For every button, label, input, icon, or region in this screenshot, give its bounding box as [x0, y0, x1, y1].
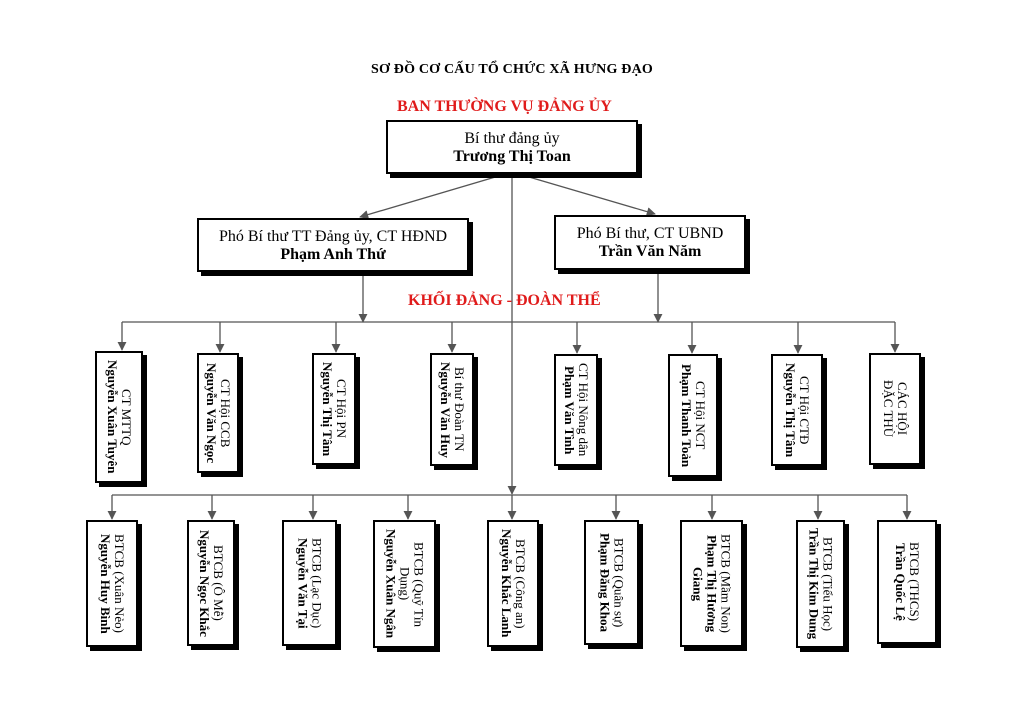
node-role: BTCB (Xuân Nẻo) — [112, 534, 127, 633]
node-role: CT MTTQ — [119, 388, 134, 446]
node-person: Nguyễn Văn Huy — [438, 361, 453, 458]
node-person: Phạm Văn Tình — [562, 365, 577, 455]
node-role: CT Hội NCT — [693, 381, 708, 450]
node-person: Trần Thị Kim Dung — [806, 528, 822, 640]
section-label-standing-committee: BAN THƯỜNG VỤ ĐẢNG ỦY — [397, 98, 612, 115]
node-row2-credit-fund[interactable]: BTCB (Quỹ Tín Dụng)Nguyễn Xuân Ngân — [373, 520, 436, 648]
node-role: BTCB (Lạc Dục) — [309, 537, 325, 629]
node-role: CÁC HỘI — [895, 382, 910, 436]
node-role: BTCB (Tiểu Học) — [820, 536, 836, 632]
node-role: BTCB (Quân sự) — [611, 537, 627, 628]
node-secretary[interactable]: Bí thư đảng ủy Trương Thị Toan — [386, 120, 638, 174]
node-row2-lac-duc[interactable]: BTCB (Lạc Dục)Nguyễn Văn Tại — [282, 520, 337, 646]
node-role: Phó Bí thư, CT UBND — [576, 225, 724, 242]
node-person: Trần Văn Năm — [598, 243, 702, 260]
node-person: Nguyễn Thị Tâm — [783, 362, 798, 458]
node-person: Trần Quốc Lệ — [893, 543, 908, 621]
node-role: Phó Bí thư TT Đảng ủy, CT HĐND — [218, 228, 448, 245]
node-person: Trương Thị Toan — [453, 148, 571, 165]
node-role: BTCB (Quỹ Tín Dụng) — [397, 541, 427, 627]
node-role: CT Hội PN — [334, 379, 349, 439]
node-person: Nguyễn Văn Tại — [295, 537, 311, 629]
node-person: Nguyễn Văn Ngọc — [204, 362, 219, 464]
node-person: Phạm Anh Thứ — [280, 246, 386, 263]
node-person: Nguyễn Huy Bình — [98, 533, 113, 634]
node-role: Bí thư đảng ủy — [464, 130, 560, 147]
node-person: Nguyễn Khắc Lanh — [499, 529, 514, 638]
node-role: BTCB (Công an) — [513, 538, 528, 629]
node-role-2: ĐẶC THÙ — [881, 380, 896, 438]
node-role: CT Hội CCB — [218, 378, 233, 448]
node-row2-primary-school[interactable]: BTCB (Tiểu Học)Trần Thị Kim Dung — [796, 520, 845, 648]
node-person: Nguyễn Thị Tâm — [320, 361, 335, 457]
node-row2-military[interactable]: BTCB (Quân sự)Phạm Đăng Khoa — [584, 520, 639, 645]
node-row2-xuan-neo[interactable]: BTCB (Xuân Nẻo)Nguyễn Huy Bình — [86, 520, 138, 647]
node-row2-o-me[interactable]: BTCB (Ô Mễ)Nguyễn Ngọc Khắc — [187, 520, 235, 646]
section-label-party-mass-orgs: KHỐI ĐẢNG - ĐOÀN THỂ — [408, 292, 601, 309]
page-title: SƠ ĐỒ CƠ CẤU TỔ CHỨC XÃ HƯNG ĐẠO — [371, 62, 653, 77]
node-person: Phạm Thanh Toản — [679, 363, 694, 468]
node-deputy-left[interactable]: Phó Bí thư TT Đảng ủy, CT HĐND Phạm Anh … — [197, 218, 469, 272]
node-role: BTCB (Ô Mễ) — [211, 545, 226, 621]
node-role: BTCB (Mầm Non) — [718, 534, 734, 633]
node-row2-kindergarten[interactable]: BTCB (Mầm Non)Phạm Thị Hương Giang — [680, 520, 743, 647]
node-person: Nguyễn Xuân Tuyên — [105, 360, 120, 474]
node-role: CT Hội CTĐ — [797, 375, 812, 445]
node-role: CT Hội Nông dân — [576, 363, 591, 457]
node-person: Phạm Đăng Khoa — [597, 533, 613, 632]
node-deputy-right[interactable]: Phó Bí thư, CT UBND Trần Văn Năm — [554, 215, 746, 270]
node-row2-secondary-school[interactable]: BTCB (THCS)Trần Quốc Lệ — [877, 520, 937, 644]
node-role: BTCB (THCS) — [907, 542, 922, 622]
node-person: Nguyễn Ngọc Khắc — [197, 529, 212, 637]
node-person: Nguyễn Xuân Ngân — [383, 529, 399, 639]
node-person: Phạm Thị Hương Giang — [690, 534, 720, 633]
node-row2-police[interactable]: BTCB (Công an)Nguyễn Khắc Lanh — [487, 520, 539, 647]
node-role: Bí thư Đoàn TN — [452, 367, 467, 452]
